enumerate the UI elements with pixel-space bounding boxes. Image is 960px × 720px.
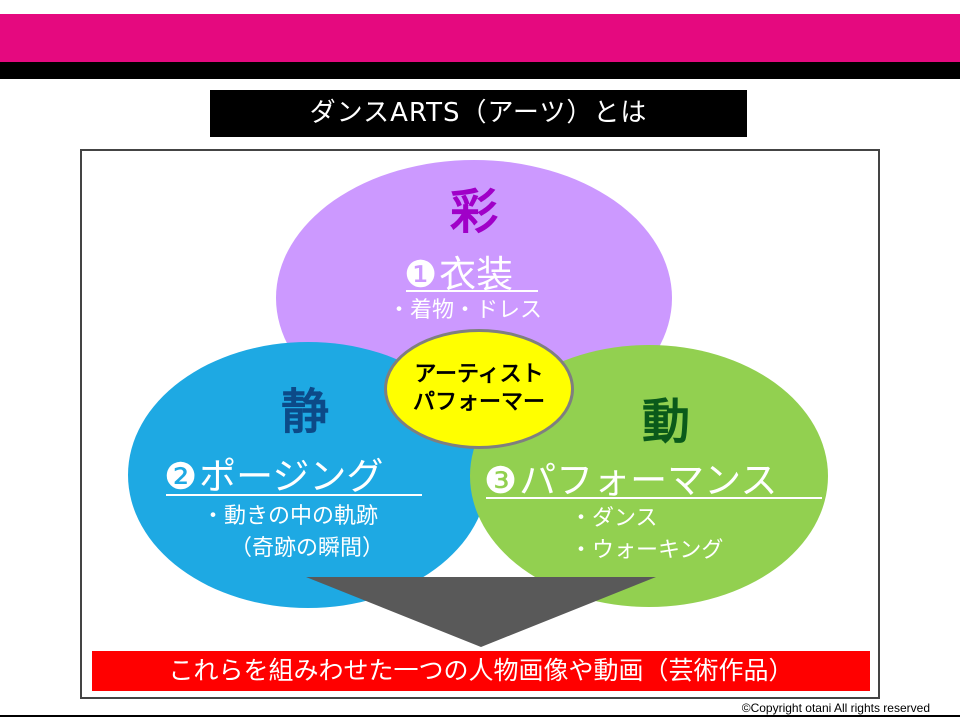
kanji-sai: 彩 [449,184,498,240]
number-2-icon: ❷ [164,455,198,498]
bullet-performance-1: ・ダンス [570,506,658,531]
heading-performance-label: パフォーマンス [519,459,778,502]
summary-banner: これらを組みわせた一つの人物画像や動画（芸術作品） [92,651,870,691]
bullet-posing-2: （奇跡の瞬間） [230,536,385,561]
bullet-posing-1: ・動きの中の軌跡 [202,504,379,529]
footer-divider [0,715,960,717]
number-3-icon: ❸ [484,459,518,502]
center-label-line2: パフォーマー [412,390,545,415]
slide-title: ダンスARTS（アーツ）とは [210,90,747,137]
heading-performance-underline [486,497,822,499]
header-black-bar [0,62,960,79]
heading-costume: ❶衣装 [404,244,513,298]
kanji-dou: 動 [641,394,690,450]
number-1-icon: ❶ [404,253,438,296]
bullet-performance-2: ・ウォーキング [570,538,724,563]
kanji-sei: 静 [280,384,329,440]
center-ellipse: アーティスト パフォーマー [384,329,574,449]
copyright-notice: ©Copyright otani All rights reserved [741,701,930,715]
heading-performance: ❸パフォーマンス [484,450,777,504]
header-accent-bar [0,14,960,62]
heading-costume-underline [406,290,538,292]
heading-posing-underline [166,494,422,496]
center-label-line1: アーティスト [414,362,544,387]
heading-posing: ❷ポージング [164,446,383,500]
bullet-costume-1: ・着物・ドレス [388,298,543,323]
heading-posing-label: ポージング [199,455,384,498]
heading-costume-label: 衣装 [439,253,514,296]
